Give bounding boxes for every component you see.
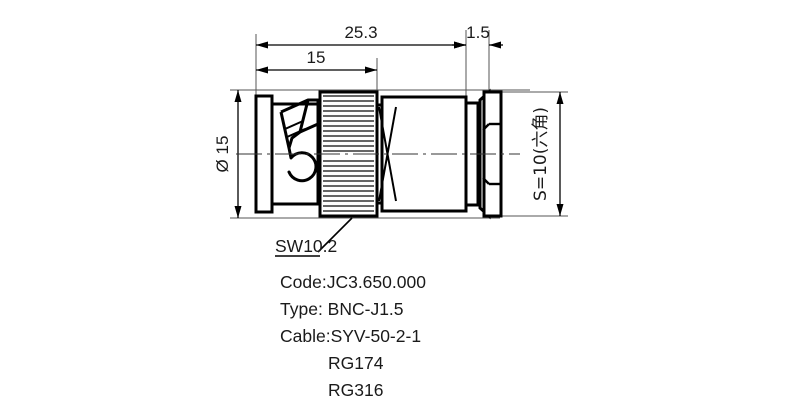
extension-lines xyxy=(230,30,568,219)
dimension-tail-length: 1.5 xyxy=(452,23,503,49)
callout-wrench-flat-label: SW10.2 xyxy=(275,236,337,256)
callout-wrench-flat: SW10.2 xyxy=(275,217,353,257)
dimension-tail-length-label: 1.5 xyxy=(466,23,490,42)
dimension-front-length-label: 15 xyxy=(307,48,326,67)
dimension-front-length: 15 xyxy=(256,48,377,74)
dimension-overall-length: 25.3 xyxy=(256,23,466,49)
spec-type: Type: BNC-J1.5 xyxy=(280,299,404,319)
coupling-nut-knurl xyxy=(323,95,374,212)
spec-cable: Cable:SYV-50-2-1 xyxy=(280,326,421,346)
spec-code: Code:JC3.650.000 xyxy=(280,272,426,292)
dimension-hex-across-flats: S=10(六角) xyxy=(531,92,564,216)
spec-cable-alt-1: RG174 xyxy=(328,353,384,373)
mid-section-crosshatch xyxy=(378,106,397,202)
dimension-front-diameter-label: Ø 15 xyxy=(213,136,232,173)
spec-cable-alt-2: RG316 xyxy=(328,380,383,400)
dimension-overall-length-label: 25.3 xyxy=(344,23,377,42)
dimension-hex-across-flats-label: S=10(六角) xyxy=(531,107,551,201)
spec-text-block: Code:JC3.650.000 Type: BNC-J1.5 Cable:SY… xyxy=(280,272,426,400)
hex-nut-chamfers xyxy=(482,122,501,186)
